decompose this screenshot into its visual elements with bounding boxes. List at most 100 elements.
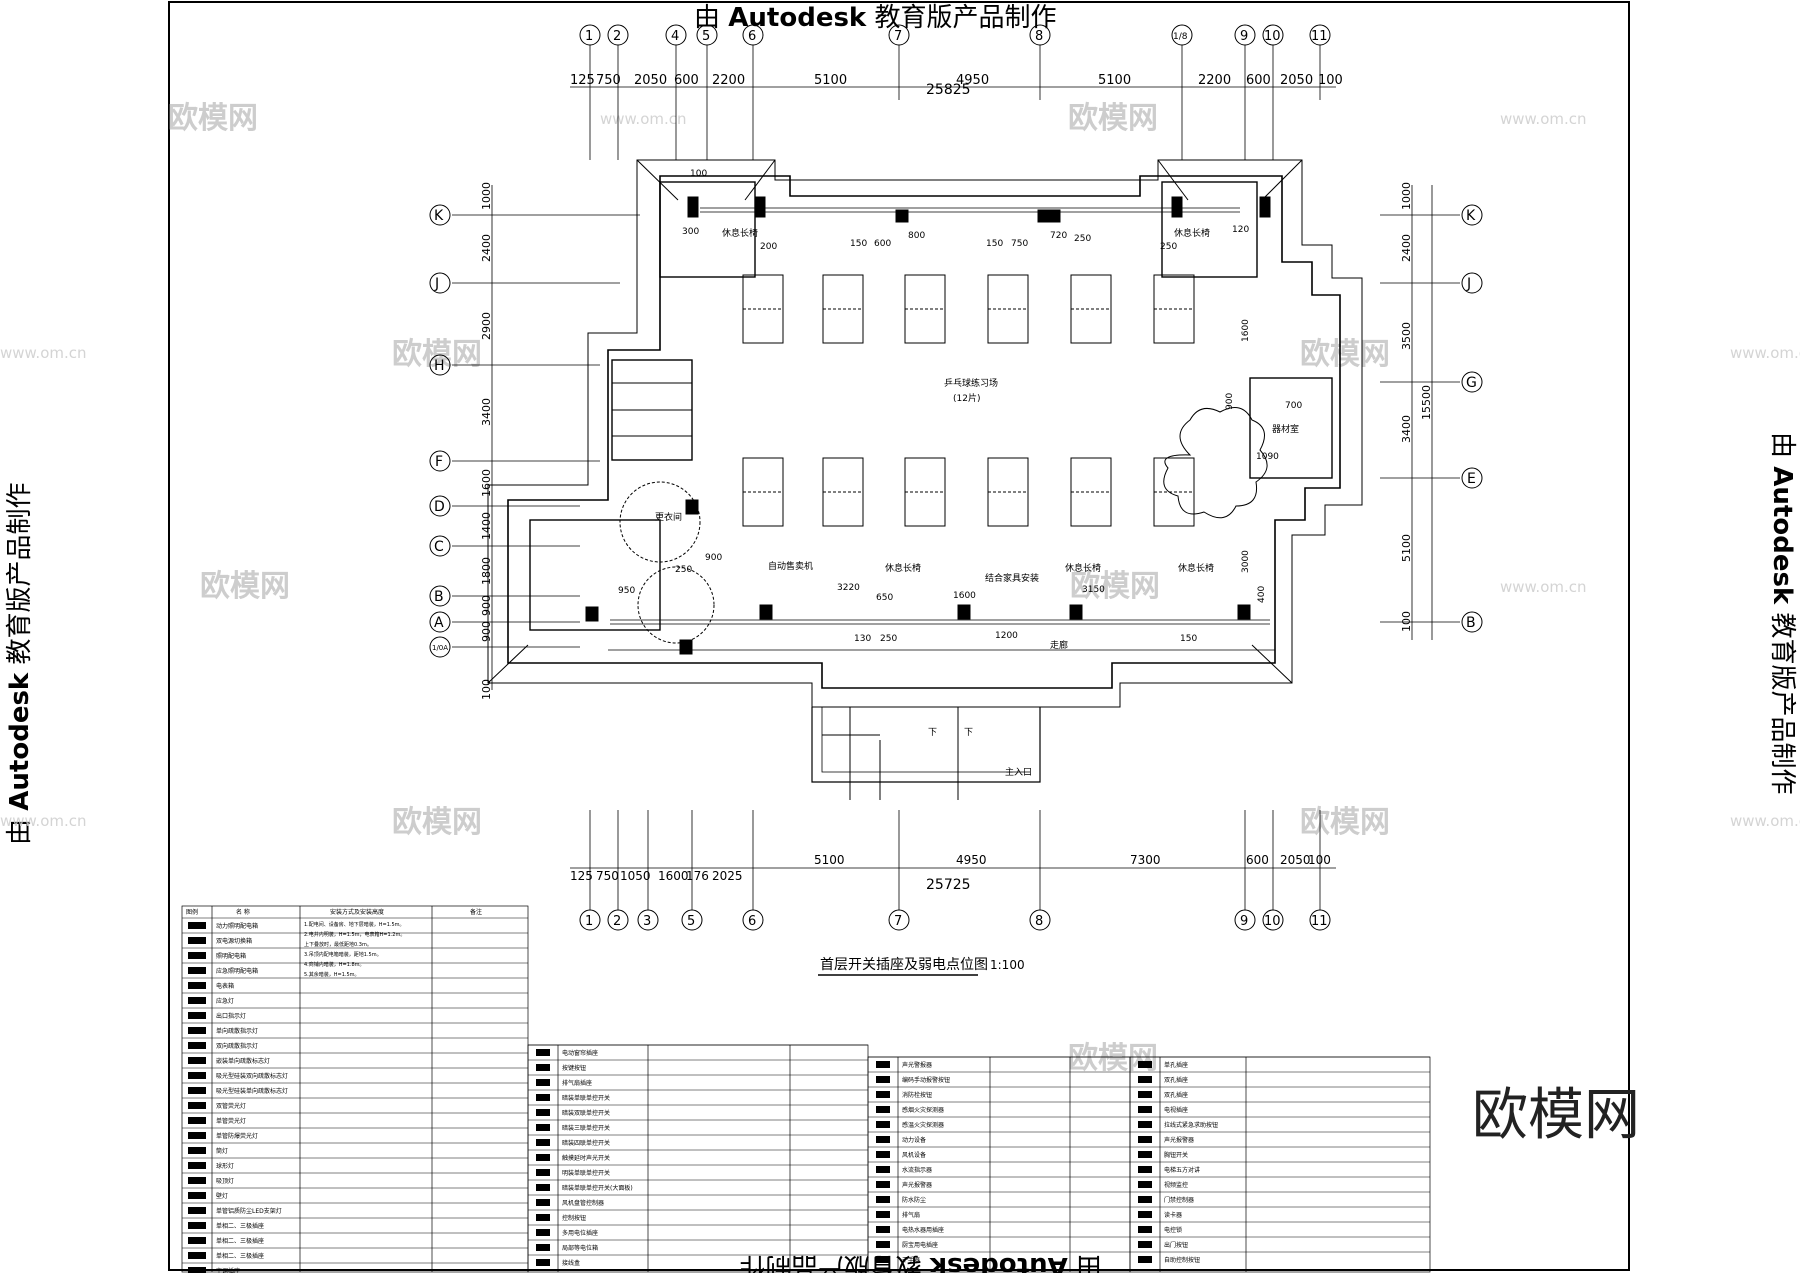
svg-text:1/0A: 1/0A [432, 644, 448, 652]
legend-symbol-icon [1138, 1256, 1152, 1263]
legend-item-note: 2.电井内明装，H=1.5m，电表箱H=1.2m。 [304, 931, 405, 938]
legend-symbol-icon [1138, 1196, 1152, 1203]
legend-item-name: 风机设备 [902, 1151, 926, 1159]
legend-item-name: 双孔插座 [1164, 1076, 1188, 1084]
svg-text:4950: 4950 [956, 853, 987, 867]
legend-symbol-icon [1138, 1106, 1152, 1113]
legend-symbol-icon [1138, 1151, 1152, 1158]
svg-text:3500: 3500 [1400, 322, 1413, 350]
svg-text:15500: 15500 [1420, 385, 1433, 420]
legend-item-name: 应急照明配电箱 [216, 967, 258, 975]
legend-symbol-icon [536, 1184, 550, 1191]
svg-text:2900: 2900 [480, 312, 493, 340]
brand-mark: 欧模网 [1472, 1083, 1640, 1148]
svg-text:E: E [1467, 471, 1476, 487]
legend-item-note: 3.吊顶内配电箱暗装，距地1.5m。 [304, 951, 382, 958]
legend-symbol-icon [188, 982, 206, 989]
legend-symbol-icon [876, 1196, 890, 1203]
watermark-text: 欧模网 [1300, 337, 1390, 372]
legend-item-name: 双管荧光灯 [216, 1102, 246, 1110]
legend-item-name: 编码手动报警按钮 [902, 1076, 950, 1084]
legend-symbol-icon [876, 1061, 890, 1068]
drawing-frame [168, 1, 1630, 1271]
legend-symbol-icon [1138, 1166, 1152, 1173]
edu-stamp-right: 由 Autodesk 教育版产品制作 [1767, 432, 1797, 795]
legend-item-name: 电表箱 [216, 982, 234, 990]
legend-item-note: 上下叠放时，最低距地0.3m。 [304, 941, 372, 948]
svg-text:150: 150 [1180, 634, 1197, 644]
legend-item-name: 门禁控制器 [1164, 1196, 1194, 1204]
legend-item-name: 按键按钮 [562, 1064, 586, 1072]
legend-item-name: 壁灯 [216, 1192, 228, 1200]
legend-item-name: 电热水器用插座 [902, 1226, 944, 1234]
legend-symbol-icon [188, 1102, 206, 1109]
legend-symbol-icon [536, 1094, 550, 1101]
watermark-text: 欧模网 [392, 805, 482, 840]
top-segment-dims: 125 750 2050 600 2200 5100 4950 5100 220… [570, 73, 1343, 88]
svg-text:图例: 图例 [186, 908, 198, 916]
svg-text:750: 750 [596, 869, 619, 883]
legend-item-name: 电动窗帘插座 [562, 1049, 598, 1057]
svg-text:5: 5 [702, 29, 710, 44]
svg-text:600: 600 [1246, 73, 1271, 88]
svg-text:250: 250 [1074, 234, 1091, 244]
svg-text:1/8: 1/8 [1173, 32, 1188, 42]
legend-col3: 声光警报器编码手动报警按钮消防栓按钮感烟火灾探测器感温火灾探测器动力设备风机设备… [902, 1061, 950, 1264]
legend-item-name: 单相二、三极插座 [216, 1222, 264, 1230]
right-dim-lines [1380, 185, 1460, 640]
legend-symbol-icon [876, 1256, 890, 1263]
legend-symbol-icon [876, 1076, 890, 1083]
legend-symbol-icon [876, 1121, 890, 1128]
legend-symbol-icon [876, 1136, 890, 1143]
legend-item-name: 暗装四联单控开关 [562, 1139, 610, 1147]
left-axis-labels: K J H F D C B A 1/0A [432, 208, 448, 652]
watermark-text: 欧模网 [168, 101, 258, 136]
legend-symbol-icon [188, 1267, 206, 1273]
watermark-url: www.om.cn [0, 344, 87, 362]
legend-item-name: 消防栓按钮 [902, 1091, 932, 1099]
legend-symbol-icon [188, 1207, 206, 1214]
svg-text:100: 100 [1308, 853, 1331, 867]
watermarks: 欧模网 www.om.cn 欧模网 www.om.cn www.om.cn 欧模… [0, 101, 1800, 1076]
legend-item-name: 风机盘管控制器 [562, 1199, 604, 1207]
watermark-text: 欧模网 [1070, 569, 1160, 604]
legend-item-name: 单相二、三极插座 [216, 1252, 264, 1260]
service-label: 结合家具安装 [985, 572, 1039, 584]
legend-symbol-icon [536, 1214, 550, 1221]
edu-stamp-top: 由 Autodesk 教育版产品制作 [694, 3, 1057, 33]
svg-text:6: 6 [748, 914, 756, 929]
svg-text:2400: 2400 [480, 234, 493, 262]
svg-text:A: A [434, 615, 444, 631]
legend-symbol-icon [536, 1139, 550, 1146]
legend-symbol-icon [188, 1042, 206, 1049]
floor-plan [487, 159, 1363, 800]
legend-symbol-icon [188, 1012, 206, 1019]
legend-item-name: 单相二、三极插座 [216, 1237, 264, 1245]
legend-item-name: 暗装单联单控开关 [562, 1094, 610, 1102]
legend-symbol-icon [188, 1237, 206, 1244]
legend-symbol-icon [876, 1181, 890, 1188]
svg-text:10: 10 [1264, 29, 1281, 44]
svg-text:3150: 3150 [1082, 585, 1105, 595]
drawing-title: 首层开关插座及弱电点位图 1:100 [818, 957, 1025, 976]
legend-symbol-icon [1138, 1061, 1152, 1068]
legend-item-name: 电控锁 [1164, 1226, 1182, 1234]
watermark-url: www.om.cn [1500, 578, 1587, 596]
svg-text:7300: 7300 [1130, 853, 1161, 867]
legend-symbol-icon [876, 1106, 890, 1113]
rest-bench-label: 休息长椅 [885, 562, 921, 574]
svg-text:5100: 5100 [814, 73, 847, 88]
svg-text:800: 800 [908, 231, 925, 241]
legend-symbol-icon [536, 1199, 550, 1206]
svg-text:120: 120 [1232, 225, 1249, 235]
svg-text:4950: 4950 [956, 73, 989, 88]
svg-text:B: B [1466, 615, 1476, 631]
legend-item-name: 双孔插座 [1164, 1091, 1188, 1099]
legend-symbol-icon [1138, 1226, 1152, 1233]
svg-text:8: 8 [1035, 29, 1043, 44]
bottom-segment-dims: 125 750 1050 1600 176 2025 5100 4950 730… [570, 853, 1331, 883]
legend-symbol-icon [1138, 1076, 1152, 1083]
svg-text:200: 200 [760, 242, 777, 252]
svg-text:F: F [435, 454, 443, 470]
legend-item-name: 电梯五方对讲 [1164, 1166, 1200, 1174]
